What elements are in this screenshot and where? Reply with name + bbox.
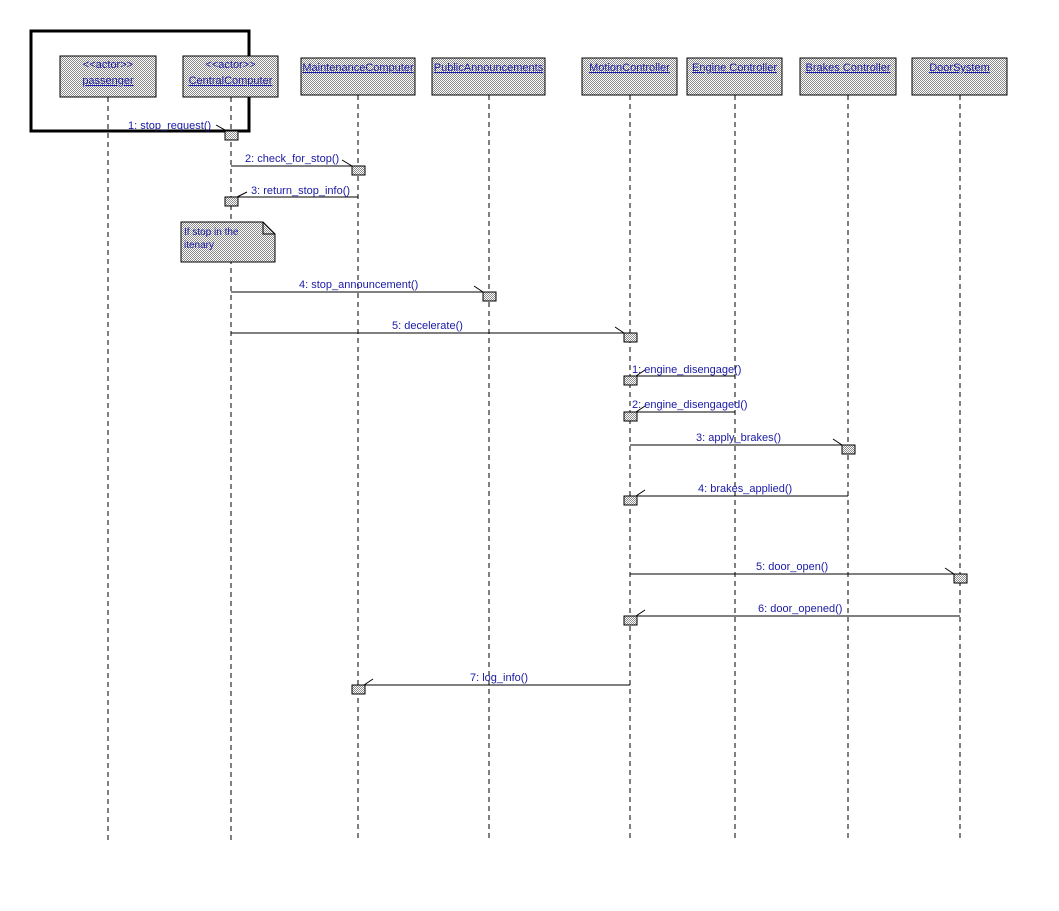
message-arrowhead: [215, 124, 226, 131]
activation-box: [224, 130, 239, 141]
message-label: 3: return_stop_info(): [251, 185, 350, 197]
message-arrowhead: [832, 438, 843, 446]
participant-box[interactable]: PublicAnnouncements: [431, 57, 546, 96]
activation-box: [953, 573, 968, 584]
message[interactable]: 5: decelerate(): [231, 320, 638, 343]
participant-name: passenger: [82, 75, 134, 87]
message[interactable]: 3: return_stop_info(): [224, 185, 358, 207]
message-arrowhead: [614, 326, 625, 334]
participant-box[interactable]: DoorSystem: [911, 57, 1008, 96]
message-label: 5: door_open(): [756, 561, 828, 573]
message-arrowhead: [635, 405, 646, 413]
participant-name: Engine Controller: [692, 62, 777, 74]
activation-box: [623, 495, 638, 506]
message-label: 5: decelerate(): [392, 320, 463, 332]
message-arrowhead: [944, 567, 955, 575]
message-arrowhead: [341, 159, 353, 167]
message[interactable]: 2: engine_disengaged(): [623, 399, 748, 422]
participant-name: DoorSystem: [929, 62, 990, 74]
message-label: 7: log_info(): [470, 672, 528, 684]
activation-box: [482, 291, 497, 302]
message[interactable]: 5: door_open(): [630, 561, 968, 584]
message-arrowhead: [635, 609, 646, 617]
participant-name: PublicAnnouncements: [434, 62, 544, 74]
message-arrowhead: [236, 191, 248, 198]
participant-name: Brakes Controller: [806, 62, 891, 74]
message-arrowhead: [635, 369, 646, 377]
activation-box: [623, 615, 638, 626]
activation-box: [351, 684, 366, 695]
message-arrowhead: [473, 285, 484, 293]
participant-stereotype: <<actor>>: [205, 59, 255, 71]
activation-box: [224, 196, 239, 207]
message-label: 2: check_for_stop(): [245, 153, 339, 165]
message[interactable]: 1: stop_request(): [108, 120, 239, 141]
activation-box: [841, 444, 856, 455]
message-label: 1: engine_disengage(): [632, 364, 741, 376]
participant-box[interactable]: <<actor>> CentralComputer: [182, 55, 279, 98]
participant-name: MaintenanceComputer: [302, 62, 414, 74]
participant-box[interactable]: MaintenanceComputer: [300, 57, 416, 96]
participant-box[interactable]: MotionController: [581, 57, 678, 96]
participant-box[interactable]: Brakes Controller: [799, 57, 897, 96]
participant-box[interactable]: <<actor>> passenger: [59, 55, 157, 98]
message[interactable]: 1: engine_disengage(): [623, 364, 741, 386]
message-arrowhead: [635, 489, 646, 497]
message-arrowhead: [363, 678, 374, 686]
note-line: itenary: [184, 240, 214, 251]
participant-box[interactable]: Engine Controller: [686, 57, 783, 96]
message[interactable]: 2: check_for_stop(): [231, 153, 366, 176]
message[interactable]: 7: log_info(): [351, 672, 630, 695]
message-label: 1: stop_request(): [128, 120, 211, 132]
condition-note[interactable]: If stop in the itenary: [180, 221, 276, 263]
note-line: If stop in the: [184, 227, 239, 238]
message[interactable]: 4: stop_announcement(): [231, 279, 497, 302]
activation-box: [623, 375, 638, 386]
activation-box: [623, 332, 638, 343]
participant-stereotype: <<actor>>: [83, 59, 133, 71]
message[interactable]: 4: brakes_applied(): [623, 483, 848, 506]
message-label: 4: brakes_applied(): [698, 483, 792, 495]
participant-name: MotionController: [589, 62, 670, 74]
message[interactable]: 3: apply_brakes(): [630, 432, 856, 455]
message-label: 2: engine_disengaged(): [632, 399, 748, 411]
message-label: 3: apply_brakes(): [696, 432, 781, 444]
message[interactable]: 6: door_opened(): [623, 603, 960, 626]
activation-box: [623, 411, 638, 422]
participant-name: CentralComputer: [189, 75, 273, 87]
message-label: 6: door_opened(): [758, 603, 842, 615]
message-label: 4: stop_announcement(): [299, 279, 418, 291]
activation-box: [351, 165, 366, 176]
